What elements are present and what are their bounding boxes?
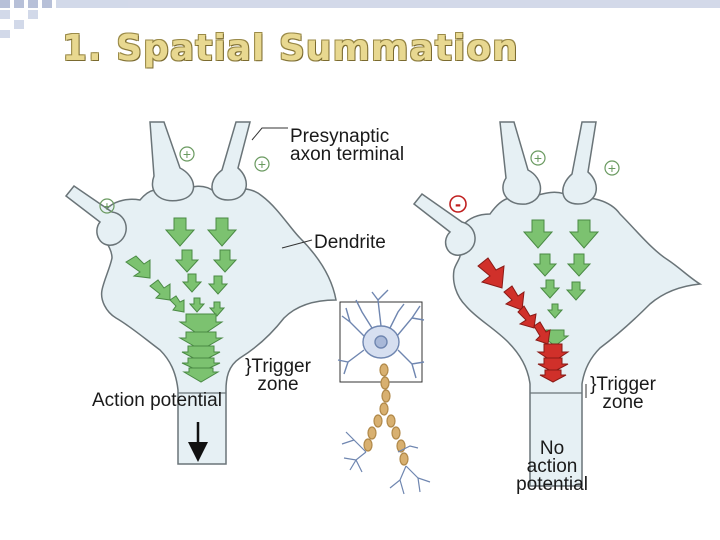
plus-sign: + bbox=[258, 156, 266, 172]
plus-sign: + bbox=[608, 160, 616, 176]
presynaptic-label: Presynaptic axon terminal bbox=[290, 126, 405, 165]
dendrite-label: Dendrite bbox=[314, 232, 386, 253]
right-red-arrows bbox=[477, 257, 570, 383]
no-action-potential-label: No action potential bbox=[516, 438, 588, 495]
left-axon-terminals bbox=[64, 121, 251, 246]
trigger-zone-label-right: }Trigger zone bbox=[590, 374, 656, 413]
right-axon-terminals bbox=[412, 121, 598, 256]
minus-sign: - bbox=[455, 194, 461, 214]
plus-sign: + bbox=[103, 198, 111, 214]
right-synaptic-signs: + + - bbox=[449, 150, 620, 214]
left-green-arrows bbox=[125, 217, 238, 383]
left-excitatory-signs: + + + bbox=[99, 146, 270, 214]
action-potential-label: Action potential bbox=[92, 390, 222, 411]
plus-sign: + bbox=[534, 150, 542, 166]
slide-title: 1. Spatial Summation bbox=[62, 28, 519, 69]
plus-sign: + bbox=[183, 146, 191, 162]
trigger-zone-label-left: }Trigger zone bbox=[245, 356, 311, 395]
left-leader-lines bbox=[251, 127, 313, 249]
center-axon bbox=[341, 363, 431, 495]
decorative-squares bbox=[0, 0, 720, 38]
